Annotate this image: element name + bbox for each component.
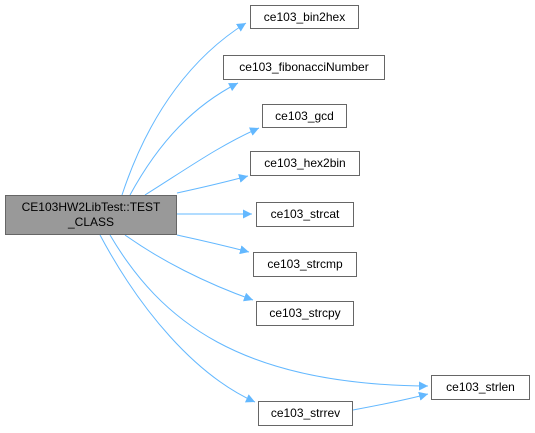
node-ce103-fibonaccinumber[interactable]: ce103_fibonacciNumber: [223, 55, 385, 80]
node-ce103-strcpy[interactable]: ce103_strcpy: [256, 301, 354, 326]
edge-root-to-gcd: [144, 127, 260, 196]
node-label: ce103_strcpy: [269, 306, 341, 320]
edge-root-to-strrev: [99, 234, 256, 403]
edge-root-to-strlen: [109, 234, 429, 391]
node-ce103-strrev[interactable]: ce103_strrev: [258, 401, 353, 426]
node-label: ce103_hex2bin: [264, 156, 346, 170]
node-label: ce103_strrev: [270, 406, 341, 420]
node-ce103-bin2hex[interactable]: ce103_bin2hex: [250, 5, 359, 29]
node-ce103-strcmp[interactable]: ce103_strcmp: [253, 252, 357, 277]
edge-root-to-fibonacci: [129, 82, 239, 196]
edge-root-to-hex2bin: [176, 173, 249, 194]
node-ce103-strlen[interactable]: ce103_strlen: [431, 375, 530, 400]
node-label: ce103_bin2hex: [263, 9, 346, 24]
node-ce103-gcd[interactable]: ce103_gcd: [262, 104, 347, 128]
edge-root-to-strcpy: [124, 234, 254, 302]
node-label: ce103_strcat: [270, 207, 340, 221]
node-label: ce103_strcmp: [267, 257, 343, 271]
node-label: ce103_strlen: [446, 380, 515, 394]
edge-root-to-bin2hex: [121, 22, 247, 196]
node-label: ce103_fibonacciNumber: [239, 60, 369, 74]
node-ce103-hex2bin[interactable]: ce103_hex2bin: [250, 151, 360, 176]
root-node-test-class: CE103HW2LibTest::TEST _CLASS: [5, 195, 177, 235]
root-node-label-line2: _CLASS: [67, 215, 115, 229]
node-ce103-strcat[interactable]: ce103_strcat: [256, 202, 354, 227]
edge-strrev-to-strlen: [352, 391, 429, 411]
edge-root-to-strcmp: [176, 234, 250, 255]
root-node-label-line1: CE103HW2LibTest::TEST: [21, 200, 161, 214]
node-label: ce103_gcd: [275, 108, 334, 123]
